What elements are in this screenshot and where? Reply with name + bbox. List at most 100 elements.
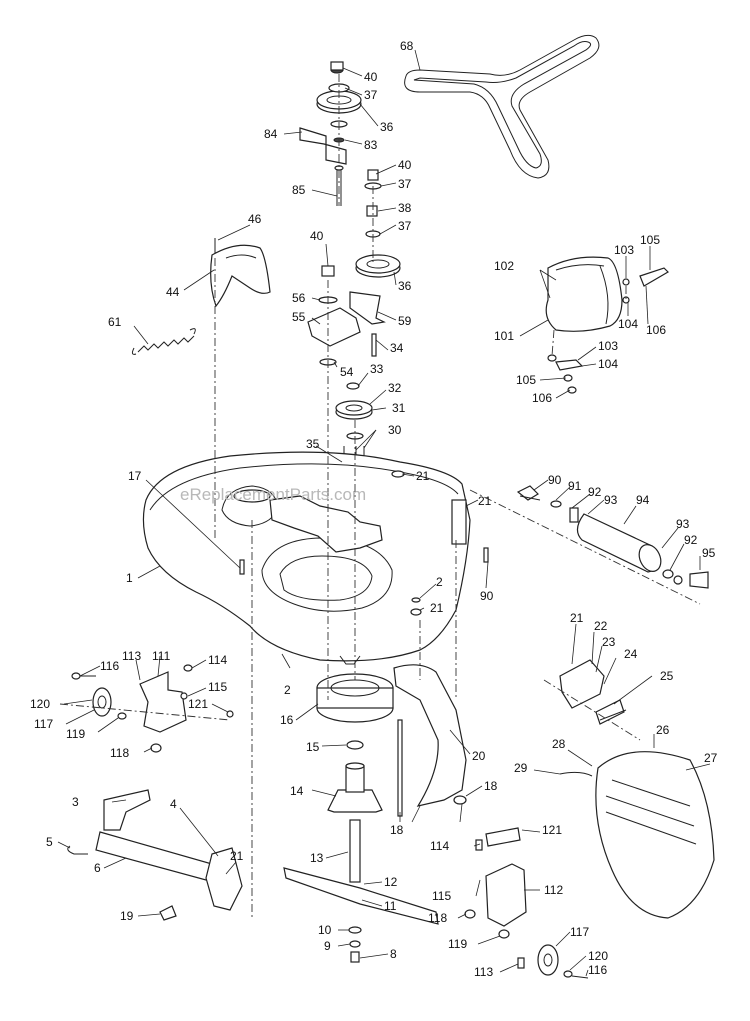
part-labels: 68 40 37 36 83 84 85 40 37 38 37 36 40 4… — [30, 39, 718, 979]
baffle-20[interactable] — [393, 664, 467, 817]
part-label: 19 — [120, 909, 134, 923]
part-label: 33 — [370, 362, 384, 376]
part-label: 35 — [306, 437, 320, 451]
assembly-guide-lines — [59, 74, 701, 920]
part-label: 2 — [284, 683, 291, 697]
part-label: 8 — [390, 947, 397, 961]
part-label: 118 — [110, 746, 129, 760]
part-label: 5 — [46, 835, 53, 849]
part-label: 37 — [398, 219, 412, 233]
part-label: 117 — [570, 925, 589, 939]
part-label: 40 — [398, 158, 412, 172]
part-label: 30 — [388, 423, 402, 437]
part-label: 59 — [398, 314, 412, 328]
part-label: 118 — [428, 911, 447, 925]
part-label: 13 — [310, 851, 324, 865]
part-label: 106 — [646, 323, 666, 337]
part-label: 21 — [478, 494, 492, 508]
spindle-assembly[interactable] — [283, 673, 439, 963]
deflector-101[interactable] — [545, 256, 669, 394]
part-label: 84 — [264, 127, 278, 141]
part-label: 94 — [636, 493, 650, 507]
part-label: 102 — [494, 259, 514, 273]
spring-61[interactable] — [131, 328, 196, 355]
part-label: 120 — [30, 697, 50, 711]
part-label: 34 — [390, 341, 404, 355]
guard-44[interactable] — [210, 238, 271, 308]
gauge-wheel-left[interactable] — [71, 664, 234, 753]
part-label: 31 — [392, 401, 406, 415]
part-label: 18 — [484, 779, 498, 793]
part-label: 116 — [100, 659, 119, 673]
part-label: 113 — [122, 649, 141, 663]
part-label: 2 — [436, 575, 443, 589]
part-label: 95 — [702, 546, 716, 560]
discharge-chute-27[interactable] — [559, 659, 715, 919]
part-label: 103 — [614, 243, 634, 257]
part-label: 54 — [340, 365, 354, 379]
part-label: 92 — [684, 533, 698, 547]
part-label: 93 — [604, 493, 618, 507]
part-label: 120 — [588, 949, 608, 963]
pulley-stack-upper[interactable] — [299, 61, 401, 278]
part-label: 55 — [292, 310, 306, 324]
idler-bracket-55[interactable] — [307, 291, 386, 366]
part-label: 121 — [188, 697, 208, 711]
part-label: 1 — [126, 571, 133, 585]
part-label: 114 — [430, 839, 449, 853]
part-label: 22 — [594, 619, 608, 633]
part-label: 21 — [570, 611, 584, 625]
part-label: 113 — [474, 965, 493, 979]
part-label: 11 — [384, 899, 397, 913]
part-label: 37 — [398, 177, 412, 191]
part-label: 24 — [624, 647, 638, 661]
part-label: 38 — [398, 201, 412, 215]
part-label: 20 — [472, 749, 486, 763]
part-label: 93 — [676, 517, 690, 531]
part-label: 17 — [128, 469, 142, 483]
part-label: 90 — [548, 473, 562, 487]
part-label: 4 — [170, 797, 177, 811]
part-label: 21 — [430, 601, 444, 615]
part-label: 105 — [640, 233, 660, 247]
part-label: 6 — [94, 861, 101, 875]
part-label: 111 — [152, 649, 171, 663]
part-label: 115 — [208, 680, 227, 694]
part-label: 104 — [598, 357, 618, 371]
part-label: 119 — [66, 727, 85, 741]
part-label: 83 — [364, 138, 378, 152]
idler-pulley-31[interactable] — [335, 382, 373, 478]
part-label: 91 — [568, 479, 582, 493]
part-label: 104 — [618, 317, 638, 331]
lift-arm-assembly[interactable] — [67, 789, 243, 921]
mower-deck-1[interactable] — [142, 451, 471, 665]
part-label: 26 — [656, 723, 670, 737]
part-label: 46 — [248, 212, 262, 226]
part-label: 37 — [364, 88, 378, 102]
part-label: 36 — [398, 279, 412, 293]
part-label: 61 — [108, 315, 122, 329]
part-label: 40 — [310, 229, 324, 243]
part-label: 10 — [318, 923, 332, 937]
leader-lines — [57, 49, 711, 977]
part-label: 36 — [380, 120, 394, 134]
part-label: 68 — [400, 39, 414, 53]
gauge-wheel-right[interactable] — [464, 827, 589, 979]
part-label: 92 — [588, 485, 602, 499]
part-label: 32 — [388, 381, 402, 395]
part-label: 27 — [704, 751, 718, 765]
part-label: 12 — [384, 875, 398, 889]
roller-assembly-94[interactable] — [483, 485, 709, 589]
part-label: 117 — [34, 717, 53, 731]
part-label: 25 — [660, 669, 674, 683]
part-label: 15 — [306, 740, 320, 754]
part-label: 14 — [290, 784, 304, 798]
part-label: 114 — [208, 653, 227, 667]
part-label: 3 — [72, 795, 79, 809]
part-label: 28 — [552, 737, 566, 751]
part-label: 119 — [448, 937, 467, 951]
belt-68[interactable] — [404, 34, 600, 179]
part-label: 101 — [494, 329, 514, 343]
part-label: 115 — [432, 889, 451, 903]
